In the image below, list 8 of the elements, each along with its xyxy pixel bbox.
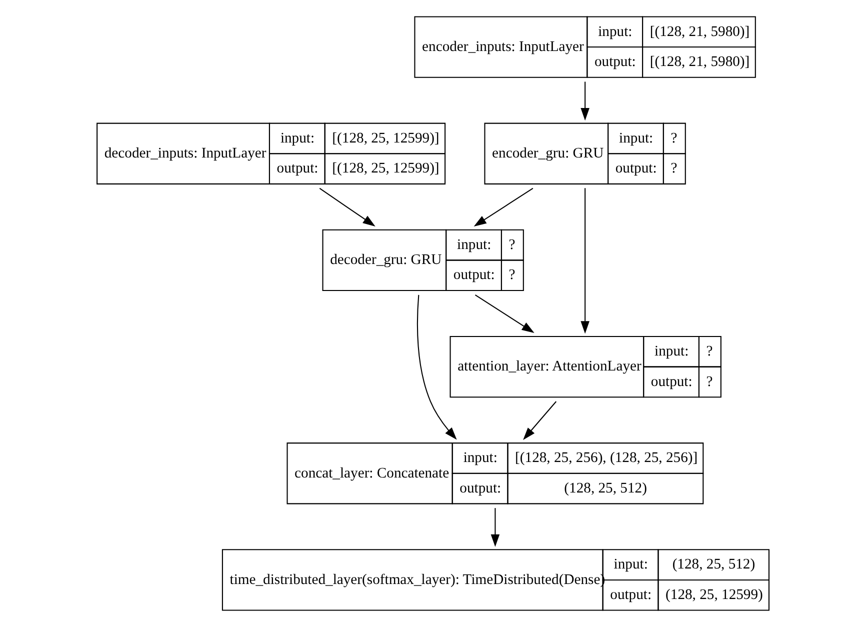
arrow [523, 401, 557, 440]
arrow [474, 294, 534, 334]
arrow [319, 188, 376, 226]
arrow [490, 508, 500, 547]
arrow [580, 82, 590, 121]
arrow [474, 188, 534, 226]
arrow [580, 188, 590, 334]
arrow [416, 294, 457, 440]
